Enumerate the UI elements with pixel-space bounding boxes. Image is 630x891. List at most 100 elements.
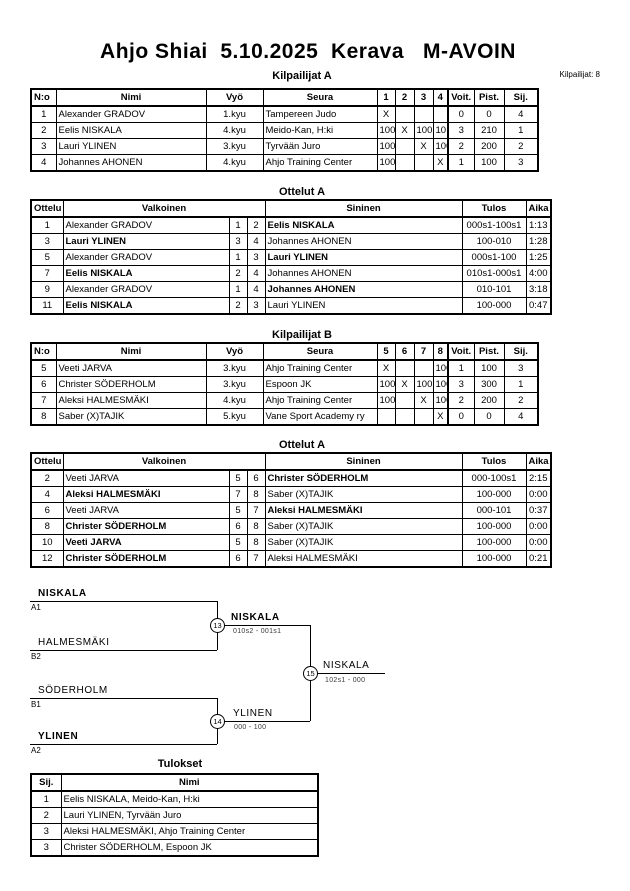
- bracket-match-15-badge: 15: [303, 666, 318, 681]
- wins-cell: 0: [447, 105, 475, 123]
- score-cell: 100: [413, 376, 434, 393]
- white-name-cell: Eelis NISKALA: [62, 265, 230, 282]
- match-no-cell: 4: [30, 486, 64, 503]
- result-cell: 000-101: [461, 502, 527, 519]
- bracket-line: [30, 601, 217, 602]
- blue-no-cell: 8: [246, 518, 266, 535]
- result-cell: 100-000: [461, 550, 527, 568]
- result-cell: 010s1-000s1: [461, 265, 527, 282]
- bracket-final-winner: NISKALA: [323, 660, 370, 671]
- white-name-cell: Alexander GRADOV: [62, 216, 230, 234]
- white-name-cell: Christer SÖDERHOLM: [62, 550, 230, 568]
- blue-no-cell: 2: [246, 216, 266, 234]
- white-no-cell: 6: [228, 518, 248, 535]
- score-cell: [394, 138, 415, 155]
- blue-name-cell: Lauri YLINEN: [264, 249, 463, 266]
- points-cell: 100: [473, 359, 505, 377]
- match-no-cell: 1: [30, 216, 64, 234]
- bracket-sf1-top-seed: A1: [31, 603, 41, 612]
- score-cell: X: [432, 154, 449, 172]
- belt-cell: 3.kyu: [205, 376, 264, 393]
- col-opp-8: 8: [432, 342, 449, 361]
- col-opp-3: 3: [413, 88, 434, 107]
- bracket-sf1-top-name: NISKALA: [38, 588, 87, 599]
- result-cell: 000s1-100s1: [461, 216, 527, 234]
- points-cell: 200: [473, 392, 505, 409]
- col-wins: Voit.: [447, 88, 475, 107]
- blue-no-cell: 8: [246, 534, 266, 551]
- wins-cell: 2: [447, 138, 475, 155]
- blue-name-cell: Aleksi HALMESMÄKI: [264, 502, 463, 519]
- match-no-cell: 2: [30, 469, 64, 487]
- name-cell: Lauri YLINEN: [55, 138, 207, 155]
- blue-name-cell: Saber (X)TAJIK: [264, 518, 463, 535]
- name-cell: Christer SÖDERHOLM: [55, 376, 207, 393]
- white-name-cell: Eelis NISKALA: [62, 297, 230, 315]
- blue-no-cell: 6: [246, 469, 266, 487]
- blue-no-cell: 4: [246, 265, 266, 282]
- club-cell: Meido-Kan, H:ki: [262, 122, 378, 139]
- bracket-final-score: 102s1 - 000: [325, 677, 366, 684]
- bracket-sf2-score: 000 - 100: [234, 724, 267, 731]
- place-cell: 2: [503, 392, 539, 409]
- white-name-cell: Veeti JARVA: [62, 534, 230, 551]
- belt-cell: 3.kyu: [205, 138, 264, 155]
- place-cell: 3: [503, 359, 539, 377]
- belt-cell: 4.kyu: [205, 392, 264, 409]
- bracket-sf2-top-seed: B1: [31, 700, 41, 709]
- bracket-sf2-top-name: SÖDERHOLM: [38, 685, 108, 696]
- bracket-line: [224, 721, 310, 722]
- club-cell: Tyrvään Juro: [262, 138, 378, 155]
- time-cell: 1:28: [525, 233, 552, 250]
- result-cell: 000s1-100: [461, 249, 527, 266]
- place-cell: 1: [503, 122, 539, 139]
- white-no-cell: 5: [228, 469, 248, 487]
- place-cell: 2: [503, 138, 539, 155]
- time-cell: 0:21: [525, 550, 552, 568]
- blue-no-cell: 3: [246, 249, 266, 266]
- no-cell: 5: [30, 359, 57, 377]
- belt-cell: 5.kyu: [205, 408, 264, 426]
- match-no-cell: 5: [30, 249, 64, 266]
- section-heading-matches-b: Ottelut A: [278, 439, 326, 451]
- col-result: Tulos: [461, 452, 527, 471]
- score-cell: X: [394, 376, 415, 393]
- col-opp-1: 1: [376, 88, 396, 107]
- white-name-cell: Christer SÖDERHOLM: [62, 518, 230, 535]
- score-cell: [394, 359, 415, 377]
- match-no-cell: 8: [30, 518, 64, 535]
- score-cell: [413, 408, 434, 426]
- bracket-match-13-badge: 13: [210, 618, 225, 633]
- blue-name-cell: Christer SÖDERHOLM: [264, 469, 463, 487]
- name-cell: Lauri YLINEN, Tyrvään Juro: [60, 807, 319, 824]
- col-name: Nimi: [60, 773, 319, 792]
- blue-name-cell: Saber (X)TAJIK: [264, 486, 463, 503]
- wins-cell: 0: [447, 408, 475, 426]
- points-cell: 100: [473, 154, 505, 172]
- score-cell: 100: [376, 122, 396, 139]
- blue-name-cell: Eelis NISKALA: [264, 216, 463, 234]
- belt-cell: 4.kyu: [205, 154, 264, 172]
- blue-name-cell: Lauri YLINEN: [264, 297, 463, 315]
- score-cell: [394, 408, 415, 426]
- white-no-cell: 5: [228, 502, 248, 519]
- results-header-row: Sij. Nimi: [30, 773, 319, 792]
- score-cell: X: [376, 105, 396, 123]
- white-no-cell: 5: [228, 534, 248, 551]
- matches-a-header-row: Ottelu Valkoinen Sininen Tulos Aika: [30, 199, 552, 218]
- col-no: N:o: [30, 342, 57, 361]
- col-place: Sij.: [30, 773, 62, 792]
